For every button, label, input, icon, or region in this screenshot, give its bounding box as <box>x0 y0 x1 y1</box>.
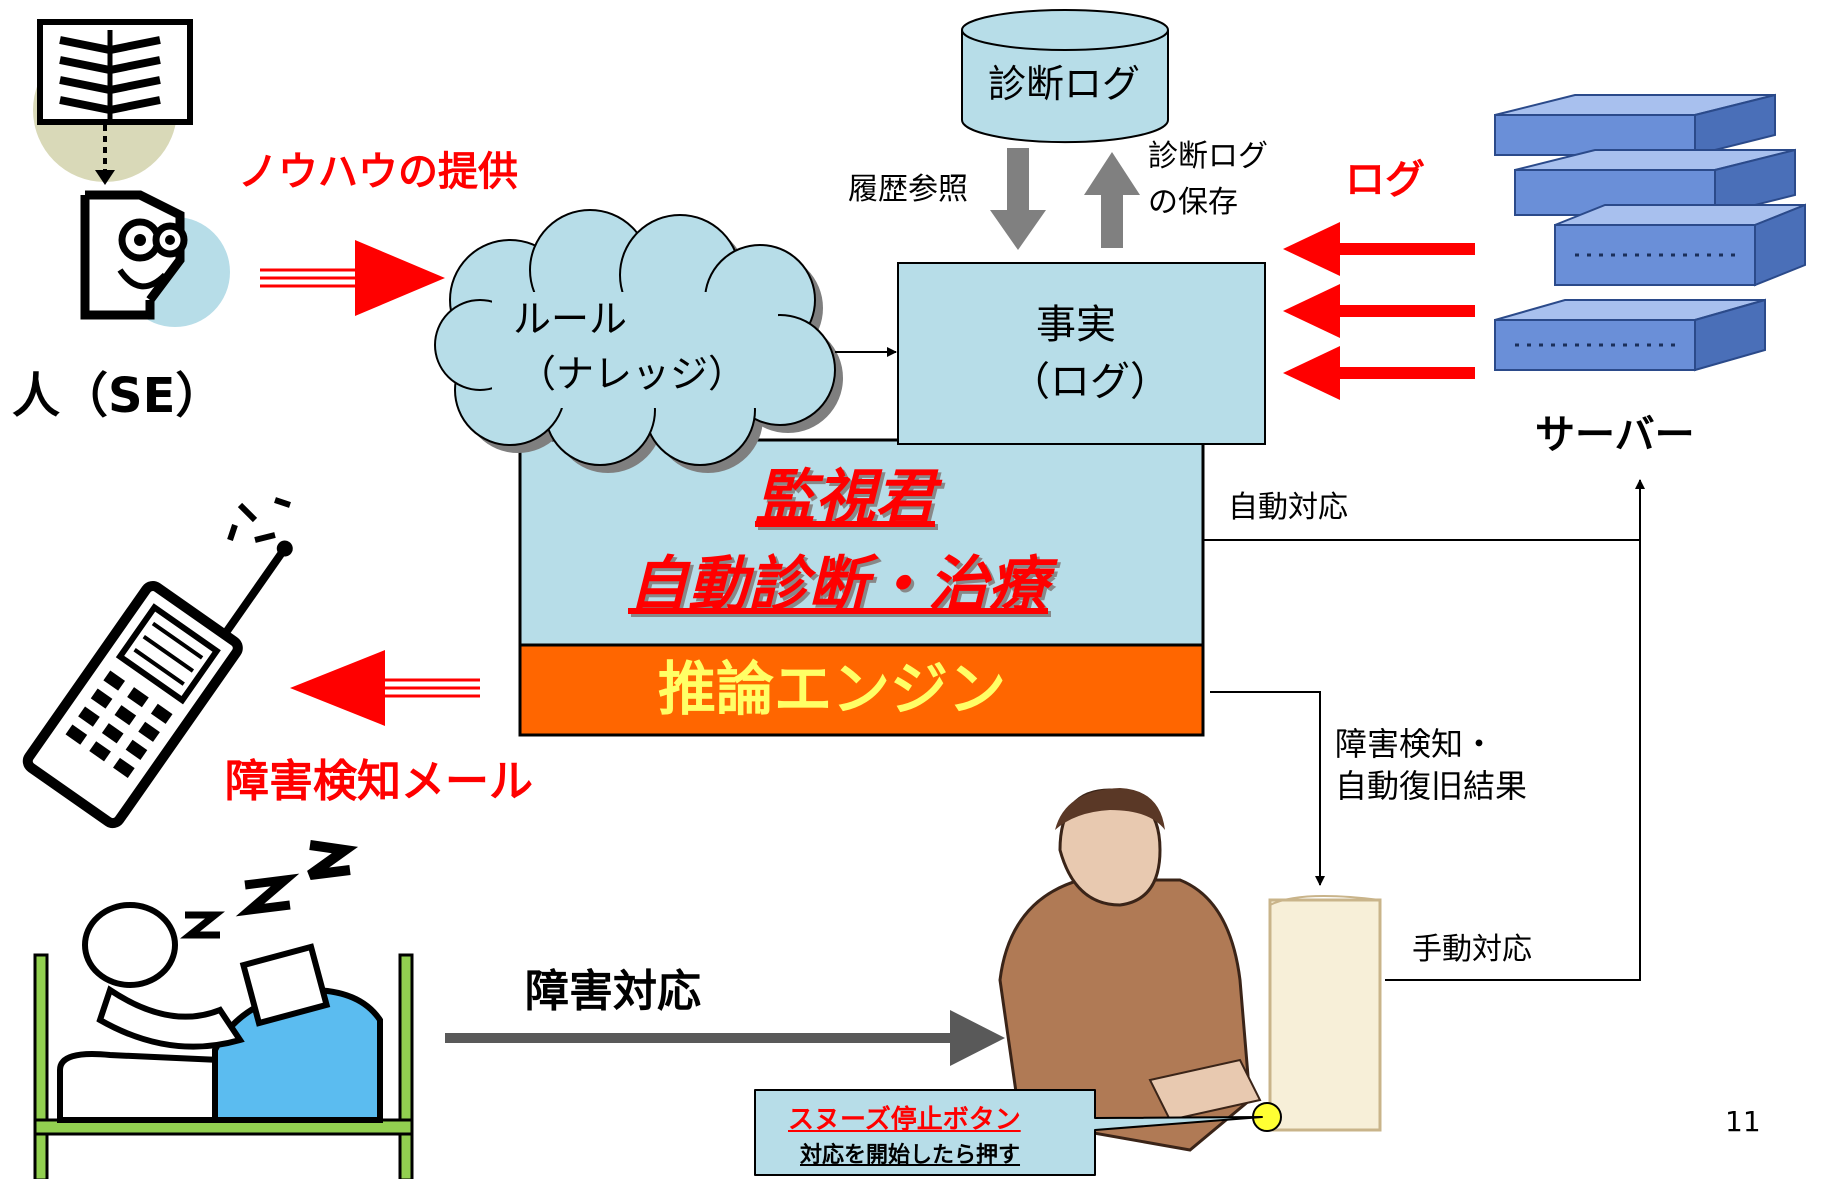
fact-label-2: （ログ） <box>1010 359 1170 405</box>
sleeping-person-icon <box>33 840 414 1179</box>
product-box <box>518 438 1205 647</box>
server-label: サーバー <box>1535 412 1695 458</box>
log-arrows <box>1283 222 1475 400</box>
server-icon <box>1494 93 1806 372</box>
fact-box <box>897 262 1266 445</box>
person-icon <box>80 190 230 327</box>
database-icon <box>961 9 1169 144</box>
detect-label-2: 自動復旧結果 <box>1335 767 1528 805</box>
person-label: 人（SE） <box>12 368 224 424</box>
fact-label-1: 事実 <box>1036 302 1116 348</box>
knowhow-label: ノウハウの提供 <box>238 149 518 195</box>
snooze-callout <box>754 1089 1263 1176</box>
save-log-arrow <box>1084 152 1140 248</box>
rule-label-1: ルール <box>513 297 628 341</box>
mail-arrow <box>290 650 480 726</box>
cloud-shape <box>434 209 843 473</box>
trouble-response-label: 障害対応 <box>525 966 701 1017</box>
manual-response-arrow <box>1385 540 1641 981</box>
snooze-title: スヌーズ停止ボタン <box>788 1105 1021 1135</box>
engine-label: 推論エンジン <box>658 655 1007 723</box>
log-label: ログ <box>1345 157 1425 203</box>
rule-label-2: （ナレッジ） <box>518 352 747 396</box>
detect-label-1: 障害検知・ <box>1335 725 1496 763</box>
history-ref-arrow <box>990 148 1046 250</box>
save-log-label-2: の保存 <box>1148 185 1238 220</box>
trouble-response-arrow <box>445 1010 1005 1066</box>
page-number: 11 <box>1725 1105 1761 1138</box>
engine-bar <box>518 643 1205 737</box>
mail-label: 障害検知メール <box>225 756 533 807</box>
detect-result-arrow <box>1210 691 1325 886</box>
phone-icon <box>22 497 293 829</box>
auto-response-label: 自動対応 <box>1228 490 1348 525</box>
office-worker-icon <box>998 788 1382 1152</box>
knowhow-arrow <box>260 240 445 316</box>
snooze-subtitle: 対応を開始したら押す <box>800 1143 1021 1168</box>
save-log-label-1: 診断ログ <box>1148 139 1268 174</box>
product-name: 監視君 <box>755 463 935 533</box>
product-subtitle: 自動診断・治療 <box>628 550 1048 620</box>
history-ref-label: 履歴参照 <box>848 172 968 207</box>
diag-log-label: 診断ログ <box>988 62 1141 106</box>
book-icon <box>33 19 193 185</box>
manual-response-label: 手動対応 <box>1412 932 1532 967</box>
